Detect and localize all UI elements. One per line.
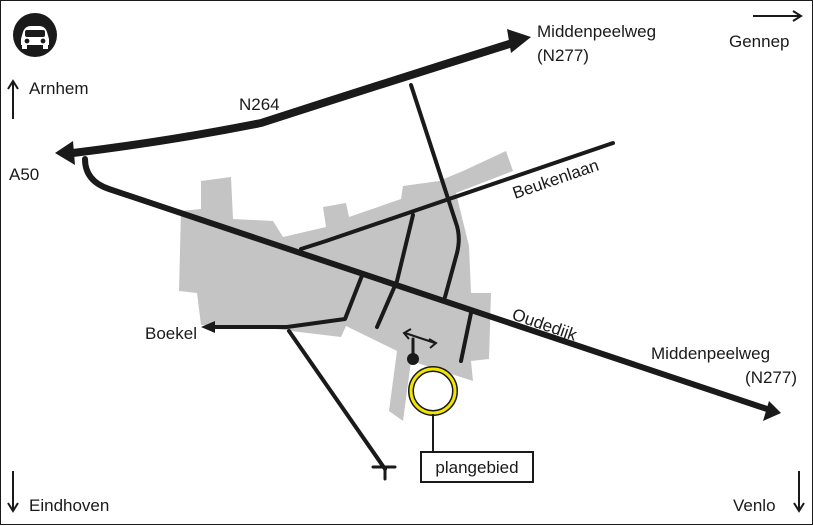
label-arnhem: Arnhem bbox=[29, 79, 89, 98]
built-up-area bbox=[179, 151, 513, 421]
label-eindhoven: Eindhoven bbox=[29, 496, 109, 515]
road-inner bbox=[375, 213, 415, 329]
plan-area-label: plangebied bbox=[435, 458, 518, 477]
road-oudedijk-stub bbox=[459, 311, 473, 363]
road-beukenlaan bbox=[299, 141, 615, 251]
label-a50: A50 bbox=[9, 165, 39, 184]
arrow-down-icon bbox=[793, 471, 805, 513]
label-n264: N264 bbox=[239, 95, 280, 114]
label-middenpeelweg-top: Middenpeelweg bbox=[537, 22, 656, 41]
double-arrow-icon bbox=[402, 328, 438, 349]
label-oudedijk: Oudedijk bbox=[510, 305, 580, 345]
label-venlo: Venlo bbox=[733, 496, 776, 515]
label-gennep: Gennep bbox=[729, 32, 790, 51]
road-boekel bbox=[213, 271, 365, 329]
arrow-right-icon bbox=[753, 10, 803, 22]
label-n277-top: (N277) bbox=[537, 46, 589, 65]
car-icon bbox=[13, 13, 57, 57]
arrow-down-icon bbox=[7, 471, 19, 513]
arrow-a50 bbox=[55, 141, 75, 165]
road-network bbox=[69, 37, 776, 481]
road-n264 bbox=[69, 37, 523, 157]
label-middenpeelweg-right: Middenpeelweg bbox=[651, 344, 770, 363]
label-n277-right: (N277) bbox=[745, 368, 797, 387]
label-boekel: Boekel bbox=[145, 324, 197, 343]
road-main-diagonal bbox=[82, 156, 776, 414]
plan-area-dot bbox=[407, 353, 419, 365]
plan-area-marker: plangebied bbox=[407, 353, 534, 483]
plan-area-label-box bbox=[420, 451, 534, 483]
arrowheads bbox=[55, 29, 781, 421]
arrow-n277-right bbox=[763, 401, 781, 421]
road-north-south bbox=[409, 83, 461, 299]
road-eindhoven bbox=[287, 329, 387, 471]
arrow-boekel bbox=[201, 321, 215, 333]
arrow-up-icon bbox=[7, 79, 19, 119]
road-eindhoven-end bbox=[371, 465, 397, 481]
arrow-n277-top bbox=[507, 29, 531, 53]
